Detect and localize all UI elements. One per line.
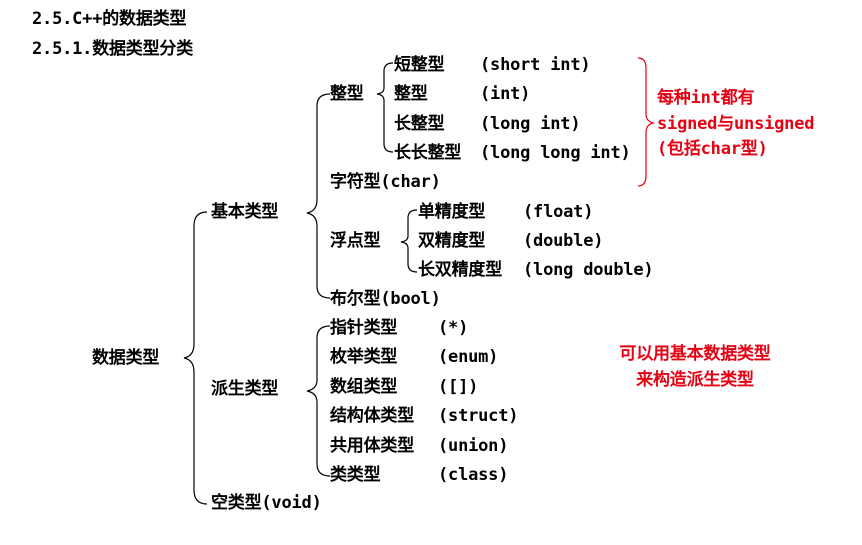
derived-note-line: 来构造派生类型 (636, 370, 754, 390)
derived-item-keyword: (*) (438, 318, 469, 338)
derived-item-name: 指针类型 (330, 318, 398, 338)
integer-brace (376, 62, 394, 153)
integer-item-keyword: (short int) (480, 55, 591, 75)
derived-item-name: 类类型 (330, 465, 381, 485)
derived-item-name: 数组类型 (330, 377, 398, 397)
char-type-label: 字符型(char) (330, 172, 441, 192)
derived-item-keyword: (union) (438, 436, 509, 456)
integer-item-name: 长整型 (394, 114, 445, 134)
float-item-keyword: (long double) (523, 260, 654, 280)
subsection-heading: 2.5.1.数据类型分类 (32, 39, 194, 59)
integer-item-name: 短整型 (394, 55, 445, 75)
basic-type-label: 基本类型 (211, 202, 279, 222)
float-item-keyword: (double) (523, 231, 604, 251)
derived-item-name: 共用体类型 (330, 436, 414, 456)
derived-item-keyword: (class) (438, 465, 509, 485)
integer-item-keyword: (long int) (480, 114, 581, 134)
integer-item-name: 长长整型 (394, 143, 462, 163)
derived-item-keyword: ([]) (438, 377, 479, 397)
float-label: 浮点型 (330, 231, 381, 251)
float-item-name: 长双精度型 (418, 260, 502, 280)
signed-note-brace (637, 57, 656, 187)
derived-brace (306, 325, 331, 477)
float-brace (400, 209, 418, 273)
root-label: 数据类型 (92, 348, 160, 368)
root-brace (183, 211, 208, 505)
derived-item-keyword: (enum) (438, 347, 499, 367)
section-heading: 2.5.C++的数据类型 (32, 9, 187, 29)
signed-note-line: signed与unsigned (657, 114, 815, 134)
integer-item-keyword: (int) (480, 84, 531, 104)
signed-note-line: (包括char型) (657, 139, 768, 159)
integer-item-keyword: (long long int) (480, 143, 631, 163)
bool-type-label: 布尔型(bool) (330, 289, 441, 309)
float-item-name: 双精度型 (418, 231, 486, 251)
basic-brace (306, 93, 331, 299)
derived-item-name: 枚举类型 (330, 347, 398, 367)
integer-item-name: 整型 (394, 84, 428, 104)
float-item-name: 单精度型 (418, 202, 486, 222)
derived-note-line: 可以用基本数据类型 (619, 344, 771, 364)
void-type-label: 空类型(void) (211, 493, 322, 513)
signed-note-line: 每种int都有 (657, 88, 755, 108)
float-item-keyword: (float) (523, 202, 594, 222)
derived-item-name: 结构体类型 (330, 406, 414, 426)
derived-type-label: 派生类型 (211, 379, 279, 399)
derived-item-keyword: (struct) (438, 406, 519, 426)
integer-label: 整型 (330, 84, 364, 104)
